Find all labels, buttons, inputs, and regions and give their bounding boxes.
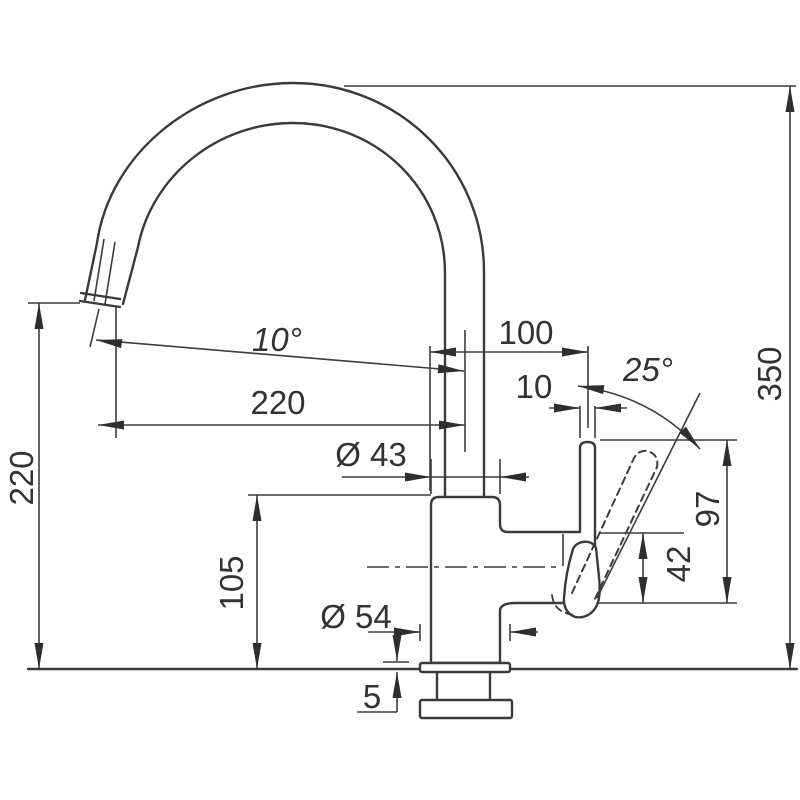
dim-lever-height-label: 97 (689, 491, 726, 528)
dim-overall-height-label: 350 (751, 346, 788, 401)
dimension-arrows (34, 86, 795, 698)
dim-base-plate-height-label: 5 (363, 678, 381, 715)
lever-angle-reference-line (596, 392, 701, 599)
aerator-line (104, 241, 116, 305)
lever-boss (562, 540, 601, 619)
spout-outline (78, 81, 486, 499)
dim-body-diameter-label: Ø 43 (335, 436, 407, 473)
dim-body-height-label: 105 (213, 555, 250, 610)
mounting-washer (418, 698, 514, 720)
spout-tip-face (78, 299, 122, 309)
spout-angle-arc (95, 339, 465, 372)
dim-lever-angle-label: 25° (622, 351, 673, 388)
dim-spout-reach-label: 220 (250, 384, 305, 421)
spout-tip-seam (79, 291, 122, 301)
dim-lever-width-label: 10 (516, 368, 553, 405)
base-flange (418, 661, 512, 674)
dim-housing-height-label: 42 (660, 546, 697, 583)
dim-spout-angle-label: 10° (252, 321, 302, 358)
dimension-lines (38, 86, 791, 712)
lever-open-dashed (551, 449, 659, 616)
dim-outlet-height-label: 220 (3, 450, 40, 505)
dim-base-diameter-label: Ø 54 (320, 598, 392, 635)
dim-spout-offset-label: 100 (498, 314, 553, 351)
base-outline (418, 661, 514, 720)
aerator-line (93, 238, 105, 302)
